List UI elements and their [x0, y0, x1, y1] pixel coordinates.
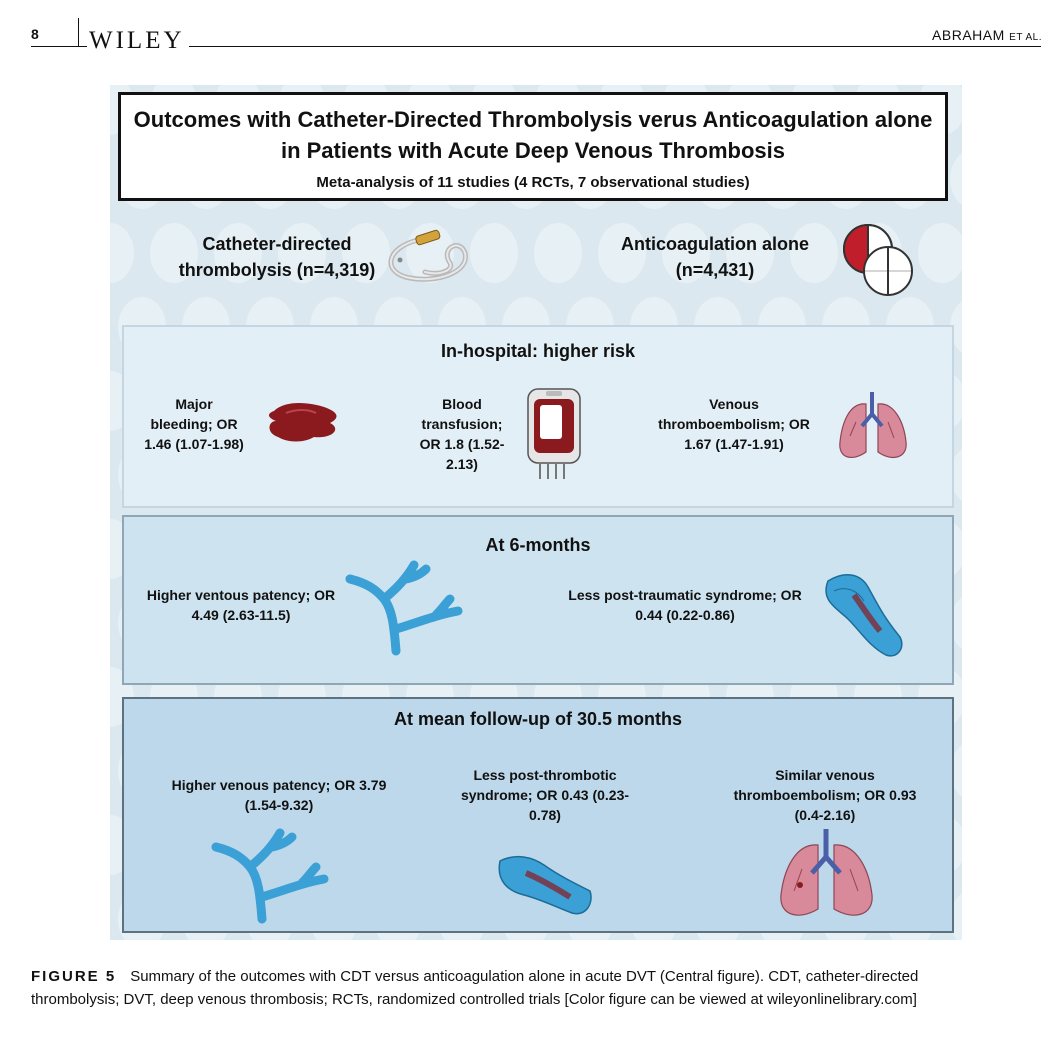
section-heading: In-hospital: higher risk — [440, 341, 636, 361]
bubble — [950, 153, 962, 205]
outcome-pts-followup: Less post-thrombotic syndrome; OR 0.43 (… — [460, 767, 630, 823]
section-heading: At 6-months — [485, 535, 591, 555]
publisher-logo: WILEY — [87, 28, 189, 53]
page-number: 8 — [31, 26, 39, 42]
pill-icon — [843, 224, 913, 296]
outcome-vte-in-hospital: Venous thromboembolism; OR 1.67 (1.47-1.… — [658, 396, 810, 452]
header-tick — [78, 18, 79, 46]
figure-title: Outcomes with Catheter-Directed Thrombol… — [133, 107, 933, 163]
vein-branch-icon — [345, 560, 463, 656]
figure-title-box: Outcomes with Catheter-Directed Thrombol… — [118, 92, 948, 201]
lungs-icon — [839, 392, 907, 459]
bubble — [278, 223, 326, 283]
outcome-blood-transfusion: Blood transfusion; OR 1.8 (1.52-2.13) — [419, 396, 505, 472]
author-suffix: ET AL. — [1009, 32, 1042, 43]
section-30-5-months: At mean follow-up of 30.5 months Higher … — [122, 697, 954, 933]
catheter-icon — [388, 229, 468, 282]
publisher-logo-text: WILEY — [89, 27, 185, 54]
vein-clot-icon — [498, 855, 592, 915]
blood-bag-icon — [527, 388, 581, 479]
bubble — [790, 223, 838, 283]
outcome-major-bleeding: Major bleeding; OR 1.46 (1.07-1.98) — [144, 396, 244, 452]
arm-cdt-label: Catheter-directed thrombolysis (n=4,319) — [178, 234, 376, 280]
running-author: ABRAHAM ET AL. — [932, 27, 1042, 43]
bubble — [110, 223, 134, 283]
vein-clot-icon — [825, 574, 903, 657]
bubble — [470, 223, 518, 283]
outcome-patency-6m: Higher ventous patency; OR 4.49 (2.63-11… — [146, 587, 336, 623]
arm-ac-label: Anticoagulation alone (n=4,431) — [620, 234, 809, 280]
bubble — [662, 223, 710, 283]
central-figure: Outcomes with Catheter-Directed Thrombol… — [110, 85, 962, 940]
bubble — [150, 223, 198, 283]
bubble — [214, 223, 262, 283]
caption-text: Summary of the outcomes with CDT versus … — [31, 968, 919, 1008]
section-heading: At mean follow-up of 30.5 months — [393, 709, 682, 729]
vein-branch-icon — [211, 828, 329, 924]
blood-pool-icon — [269, 403, 337, 442]
bubble — [598, 223, 646, 283]
section-in-hospital: In-hospital: higher risk Major bleeding;… — [122, 325, 954, 508]
outcome-vte-followup: Similar venous thromboembolism; OR 0.93 … — [733, 767, 917, 823]
bubble — [918, 223, 962, 283]
header-rule — [31, 46, 1041, 47]
outcome-patency-followup: Higher venous patency; OR 3.79 (1.54-9.3… — [171, 777, 387, 813]
bubble — [342, 223, 390, 283]
bubble — [534, 223, 582, 283]
caption-label: FIGURE 5 — [31, 968, 117, 985]
figure-subtitle: Meta-analysis of 11 studies (4 RCTs, 7 o… — [316, 174, 750, 191]
bubble — [726, 223, 774, 283]
author-name: ABRAHAM — [932, 27, 1005, 43]
lungs-icon — [780, 829, 873, 916]
section-6-months: At 6-months Higher ventous patency; OR 4… — [122, 515, 954, 685]
outcome-pts-6m: Less post-traumatic syndrome; OR 0.44 (0… — [568, 587, 802, 623]
